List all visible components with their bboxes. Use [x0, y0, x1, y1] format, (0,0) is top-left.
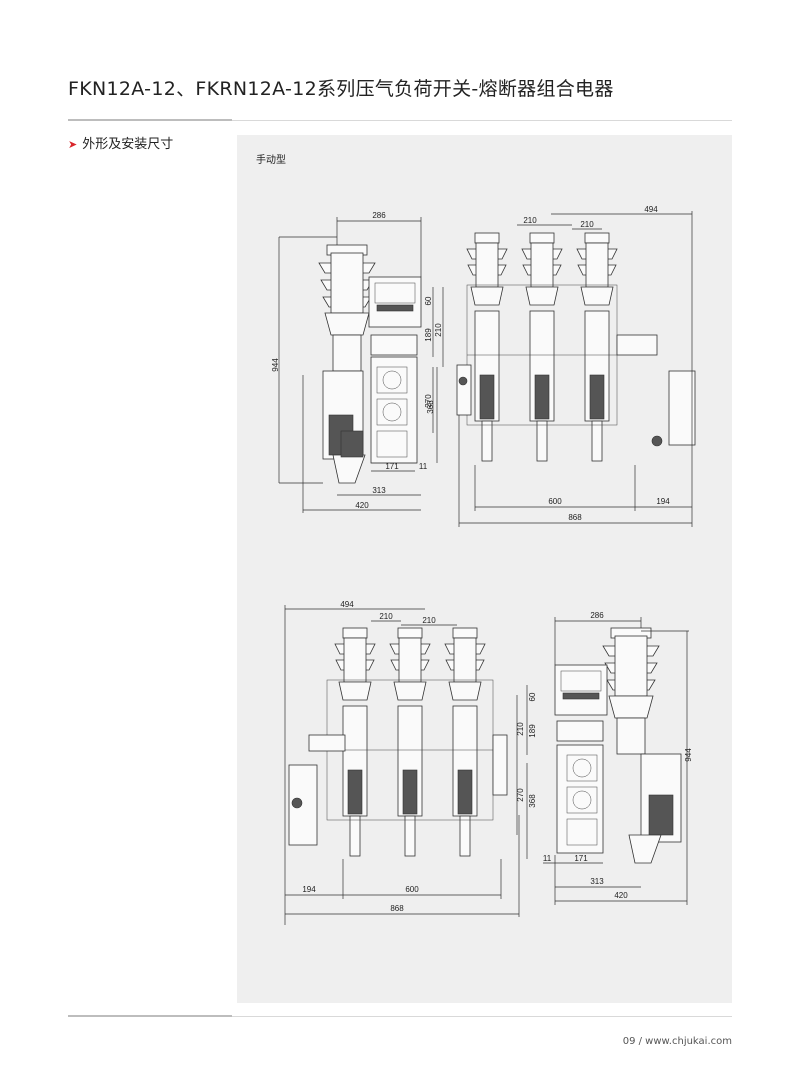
dim-60-b: 60	[528, 692, 537, 701]
dim-286: 286	[372, 211, 386, 220]
dim-194: 194	[656, 497, 670, 506]
dim-494-b: 494	[340, 600, 354, 609]
dim-313: 313	[372, 486, 386, 495]
side-view-top: 944 286 60 189 210 270 368 171 11 313 42…	[271, 211, 444, 513]
dim-210-b: 210	[580, 220, 594, 229]
section-heading: ➤ 外形及安装尺寸	[68, 133, 173, 152]
dim-189: 189	[424, 328, 433, 342]
dim-420: 420	[355, 501, 369, 510]
dim-60: 60	[424, 296, 433, 305]
section-heading-label: 外形及安装尺寸	[82, 137, 174, 152]
page-footer: 09 / www.chjukai.com	[622, 1036, 732, 1047]
dim-868: 868	[568, 513, 582, 522]
dim-270: 270	[424, 394, 433, 408]
dim-600-b: 600	[405, 885, 419, 894]
front-view-top: 210 210 494 600 194 868	[456, 205, 696, 527]
dim-420-b: 420	[614, 891, 628, 900]
bottom-divider-accent	[68, 1015, 232, 1017]
dim-171-b: 171	[574, 854, 588, 863]
top-divider	[68, 120, 732, 121]
bottom-divider	[68, 1016, 732, 1017]
dim-286-b: 286	[590, 611, 604, 620]
dim-210-c: 210	[379, 612, 393, 621]
drawing-subtitle: 手动型	[256, 155, 286, 166]
dim-313-b: 313	[590, 877, 604, 886]
dim-11: 11	[419, 462, 428, 471]
dim-194-b: 194	[302, 885, 316, 894]
dim-210-e: 210	[516, 722, 525, 736]
dim-494: 494	[644, 205, 658, 214]
front-view-bottom: 494 210 210 60 210 189 270 368 194 600 8…	[284, 600, 537, 925]
dim-189-b: 189	[528, 724, 537, 738]
dim-11-b: 11	[543, 854, 552, 863]
dim-868-b: 868	[390, 904, 404, 913]
dim-210-a: 210	[523, 216, 537, 225]
side-view-bottom: 286 944 11 171 313 420	[543, 611, 693, 905]
dim-270-b: 270	[516, 788, 525, 802]
top-divider-accent	[68, 119, 232, 121]
dim-368-b: 368	[528, 794, 537, 808]
dim-944-b: 944	[684, 748, 693, 762]
dim-944: 944	[271, 358, 280, 372]
page-title: FKN12A-12、FKRN12A-12系列压气负荷开关-熔断器组合电器	[68, 78, 614, 100]
dim-210: 210	[434, 323, 443, 337]
technical-drawing: 944 286 60 189 210 270 368 171 11 313 42…	[271, 205, 696, 925]
chevron-right-icon: ➤	[68, 138, 78, 151]
dim-600: 600	[548, 497, 562, 506]
dim-368: 368	[426, 400, 435, 414]
dim-210-d: 210	[422, 616, 436, 625]
dim-171: 171	[385, 462, 399, 471]
